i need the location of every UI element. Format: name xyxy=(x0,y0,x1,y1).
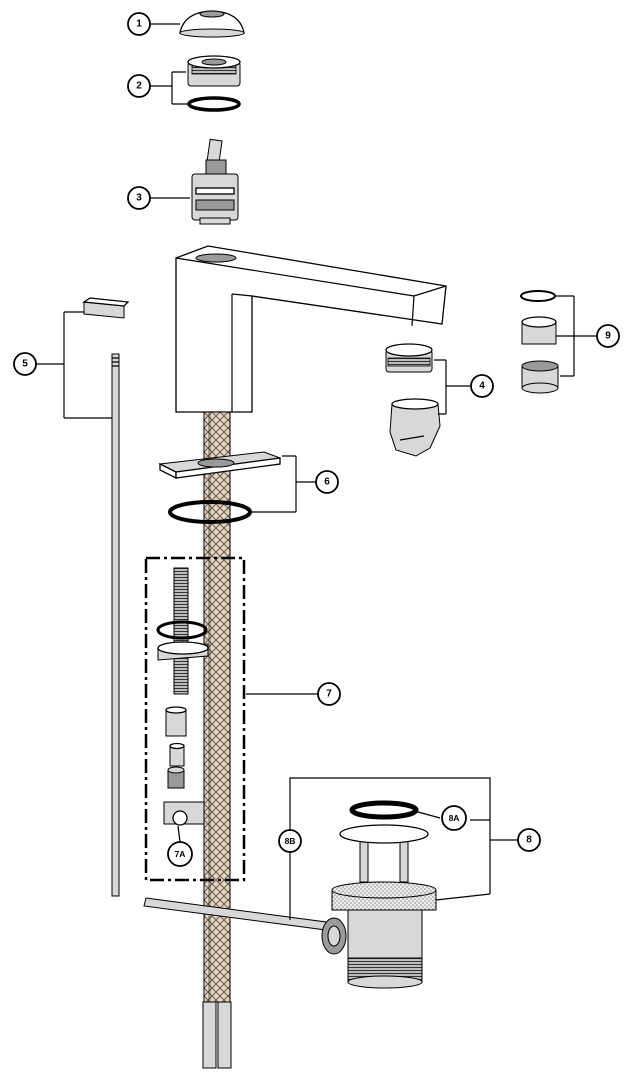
callout-6: 6 xyxy=(315,470,339,494)
part-2-o-ring xyxy=(187,96,241,112)
part-9-aerator-ring xyxy=(520,290,556,302)
leader-lines xyxy=(36,23,597,920)
callout-8: 8 xyxy=(517,828,541,852)
braided-hoses xyxy=(202,411,232,1069)
svg-text:5: 5 xyxy=(22,359,28,370)
svg-text:8: 8 xyxy=(526,835,532,846)
part-4-aerator xyxy=(385,343,433,373)
part-7-nuts xyxy=(165,706,187,789)
part-5-lift-rod-knob xyxy=(82,297,130,319)
part-3-cartridge xyxy=(191,138,239,225)
svg-text:8A: 8A xyxy=(449,813,460,823)
faucet-body xyxy=(175,245,447,413)
part-4-lever-adapter xyxy=(389,398,441,457)
svg-text:3: 3 xyxy=(136,193,142,204)
svg-text:4: 4 xyxy=(479,381,485,392)
part-7-threaded-stud xyxy=(173,567,189,695)
part-2-retaining-nut xyxy=(187,55,241,87)
part-8-pop-up-waste xyxy=(331,800,437,989)
callout-7a: 7A xyxy=(167,841,193,867)
part-7-washer xyxy=(156,620,209,661)
callout-3: 3 xyxy=(127,186,151,210)
svg-text:2: 2 xyxy=(136,81,142,92)
svg-text:9: 9 xyxy=(605,331,611,342)
svg-text:6: 6 xyxy=(324,477,330,488)
callout-8b: 8B xyxy=(278,829,302,853)
callout-8a: 8A xyxy=(441,805,467,831)
part-8b-pivot-rod xyxy=(143,897,347,955)
part-6-base-plate xyxy=(158,451,281,480)
callout-2: 2 xyxy=(127,74,151,98)
svg-text:7A: 7A xyxy=(175,849,186,859)
callout-4: 4 xyxy=(470,374,494,398)
part-6-o-ring xyxy=(168,500,252,524)
part-9-aerator-housing xyxy=(521,360,559,394)
svg-text:7: 7 xyxy=(326,689,332,700)
svg-text:1: 1 xyxy=(136,19,142,30)
part-1-cover-cap xyxy=(179,10,245,38)
svg-text:8B: 8B xyxy=(285,836,296,846)
callout-9: 9 xyxy=(596,324,620,348)
callout-7: 7 xyxy=(317,682,341,706)
part-9-aerator-insert xyxy=(521,316,557,345)
part-7-fixing-kit-box xyxy=(144,556,246,882)
part-7a-clamp xyxy=(163,801,205,826)
part-5-lift-rod xyxy=(111,353,120,897)
callout-5: 5 xyxy=(13,352,37,376)
callout-1: 1 xyxy=(127,12,151,36)
